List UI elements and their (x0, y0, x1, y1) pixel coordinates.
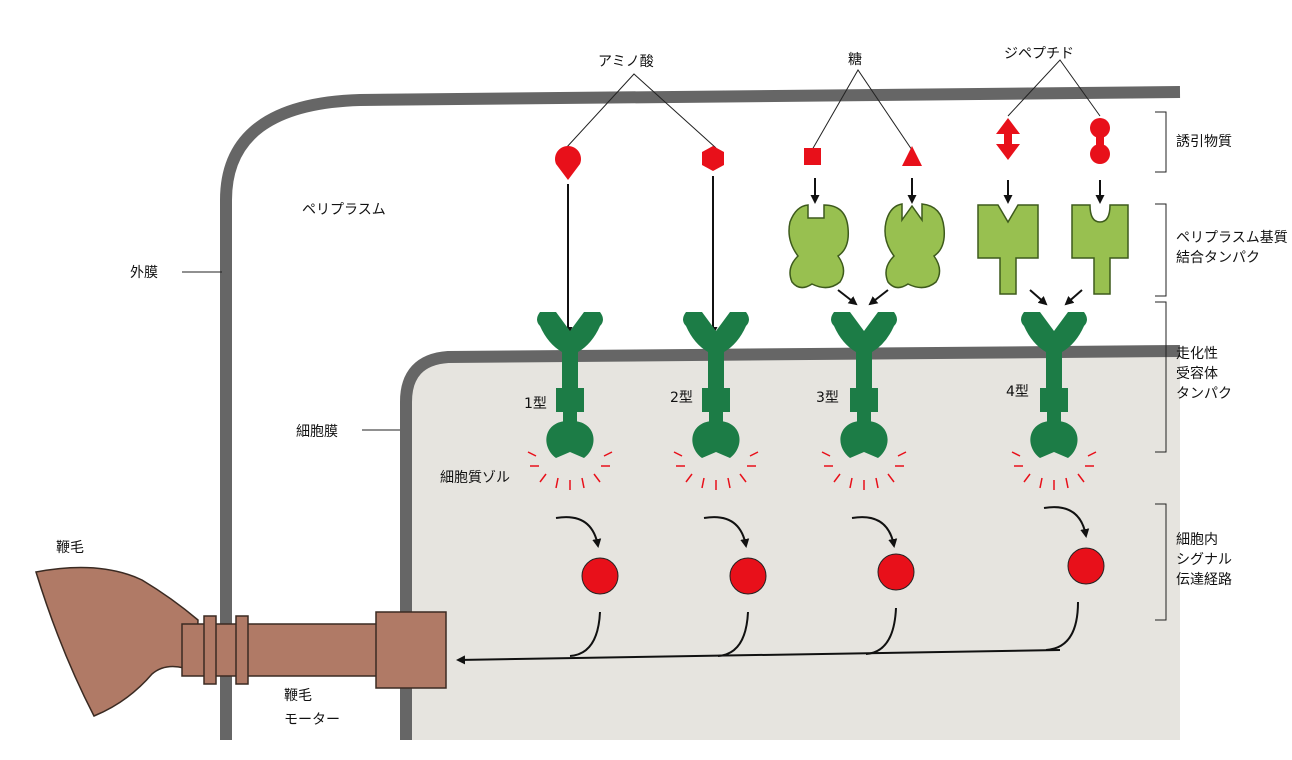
receptor-label-3: タンパク (1176, 386, 1232, 402)
periplasm-label: ペリプラスム (302, 202, 386, 218)
type4-label: 4型 (1006, 384, 1029, 400)
motor-label-line1: 鞭毛 (284, 688, 312, 704)
motor-label-line2: モーター (284, 712, 340, 728)
binding-protein-dipeptide-2 (1071, 204, 1129, 295)
type1-label: 1型 (524, 396, 547, 412)
type2-label: 2型 (670, 390, 693, 406)
flagellum (35, 566, 199, 717)
cytoplasmic-sol-label: 細胞質ゾル (440, 470, 510, 486)
receptor-label-2: 受容体 (1176, 365, 1218, 382)
flagellum-label: 鞭毛 (56, 540, 84, 556)
binding-protein-label-1: ペリプラスム基質 (1176, 229, 1288, 246)
binding-protein-label-2: 結合タンパク (1176, 250, 1260, 266)
outer-membrane (220, 86, 1181, 740)
signal-label-3: 伝達経路 (1176, 572, 1232, 588)
type3-label: 3型 (816, 390, 839, 406)
attractant-side-label: 誘引物質 (1176, 134, 1232, 150)
sugar-triangle (902, 146, 922, 166)
sugar-square (804, 148, 821, 165)
cell-membrane-label: 細胞膜 (296, 424, 338, 440)
amino-acid-hexagon (702, 146, 724, 171)
attractant-branch-lines (565, 59, 1101, 151)
outer-membrane-label: 外膜 (130, 265, 158, 281)
signal-to-motor-arrow (456, 649, 1061, 665)
cell-membrane (400, 345, 1181, 740)
receptor-label-1: 走化性 (1176, 346, 1218, 362)
flagellar-motor (181, 611, 447, 689)
binding-protein-dipeptide-1 (977, 204, 1039, 295)
attractant-molecules (555, 118, 1110, 180)
binding-protein-sugar-2 (884, 203, 946, 289)
cytoplasm-region (400, 350, 1180, 740)
signal-molecules (581, 547, 1105, 595)
dipeptide-arrow-shape (996, 118, 1020, 160)
signal-label-2: シグナル (1176, 552, 1232, 568)
amino-acid-label: アミノ酸 (598, 54, 654, 70)
right-brackets (1155, 111, 1167, 621)
sugar-label: 糖 (848, 52, 862, 68)
binding-protein-sugar-1 (788, 204, 850, 289)
binding-proteins (788, 203, 1129, 295)
dipeptide-label: ジペプチド (1004, 46, 1074, 62)
signal-label-1: 細胞内 (1176, 532, 1218, 548)
amino-acid-teardrop (555, 146, 581, 180)
